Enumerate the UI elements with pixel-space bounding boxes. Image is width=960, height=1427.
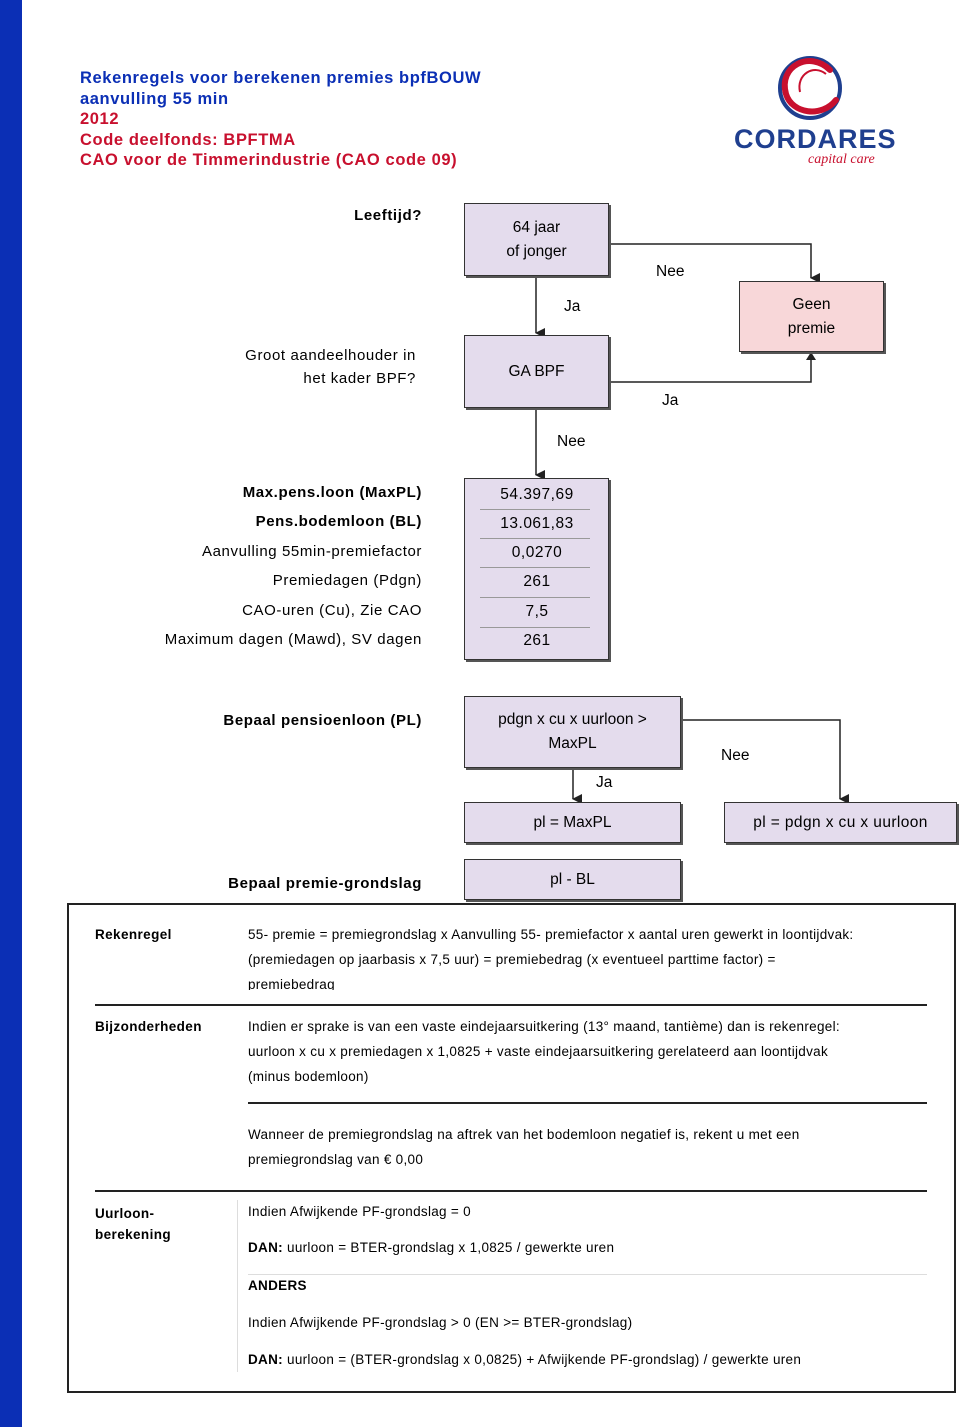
rekenregel-line: premiebedrag — [248, 977, 335, 990]
rules-divider — [95, 1190, 927, 1192]
param-value-maxpl: 54.397,69 — [500, 486, 574, 503]
uurloon-column-divider — [237, 1200, 238, 1372]
param-label-maxpl: Max.pens.loon (MaxPL) — [242, 484, 422, 501]
box-geen-premie: Geen premie — [739, 281, 884, 352]
param-label-bl: Pens.bodemloon (BL) — [255, 513, 422, 530]
rekenregel-line: 55- premie = premiegrondslag x Aanvullin… — [248, 927, 854, 942]
param-value-mawd: 261 — [523, 632, 551, 649]
document-header: Rekenregels voor berekenen premies bpfBO… — [80, 68, 481, 171]
bijzonderheden-line: (minus bodemloon) — [248, 1069, 369, 1084]
box-geen-line1: Geen — [792, 295, 831, 313]
document-year: 2012 — [80, 110, 120, 128]
box-pl-maxpl: pl = MaxPL — [464, 802, 681, 843]
param-label-pdgn: Premiedagen (Pdgn) — [272, 572, 422, 589]
question-groot-aandeelhouder: Groot aandeelhouder in het kader BPF? — [170, 344, 416, 390]
label-nee-ga: Nee — [557, 433, 586, 450]
uurloon-dan1-formula: uurloon = BTER-grondslag x 1,0825 / gewe… — [287, 1240, 615, 1255]
rules-divider — [95, 1004, 927, 1006]
box-pl-condition: pdgn x cu x uurloon > MaxPL — [464, 696, 681, 768]
bijzonderheden-label: Bijzonderheden — [95, 1019, 202, 1034]
box-geen-line2: premie — [787, 319, 836, 337]
param-value-bl: 13.061,83 — [500, 515, 574, 532]
uurloon-if2: Indien Afwijkende PF-grondslag > 0 (EN >… — [248, 1315, 633, 1330]
param-divider — [480, 627, 590, 628]
label-ja-ga: Ja — [662, 392, 679, 409]
uurloon-label: Uurloon- berekening — [95, 1203, 171, 1245]
bijzonderheden-line: uurloon x cu x premiedagen x 1,0825 + va… — [248, 1044, 829, 1059]
uurloon-dan2-key: DAN: — [248, 1352, 283, 1367]
label-bepaal-pensioenloon: Bepaal pensioenloon (PL) — [223, 712, 422, 729]
document-title: Rekenregels voor berekenen premies bpfBO… — [80, 69, 482, 87]
bijzonderheden-line: Indien er sprake is van een vaste eindej… — [248, 1019, 840, 1034]
box-age-64-or-younger: 64 jaar of jonger — [464, 203, 609, 276]
cordares-emblem-icon — [778, 56, 842, 120]
rules-table — [67, 903, 956, 1393]
param-divider — [480, 597, 590, 598]
cordares-logo: CORDARES capital care — [730, 52, 897, 170]
box-age-line2: of jonger — [506, 242, 567, 260]
uurloon-dan1: DAN: uurloon = BTER-grondslag x 1,0825 /… — [248, 1235, 614, 1260]
uurloon-dan2-formula: uurloon = (BTER-grondslag x 0,0825) + Af… — [287, 1352, 802, 1367]
question-ga-line1: Groot aandeelhouder in — [245, 347, 416, 364]
uurloon-anders: ANDERS — [248, 1278, 307, 1293]
label-nee-pl: Nee — [721, 747, 750, 764]
box-ga-bpf: GA BPF — [464, 335, 609, 408]
param-value-pdgn: 261 — [523, 573, 551, 590]
side-accent-bar — [0, 0, 22, 1427]
params-value-box — [464, 478, 609, 660]
param-value-cu: 7,5 — [525, 603, 549, 620]
label-ja-age: Ja — [564, 298, 581, 315]
box-age-line1: 64 jaar — [512, 218, 561, 236]
box-pl-pdgn-cu-uurloon: pl = pdgn x cu x uurloon — [724, 802, 957, 843]
rekenregel-text: 55- premie = premiegrondslag x Aanvullin… — [248, 922, 938, 990]
rekenregel-line: (premiedagen op jaarbasis x 7,5 uur) = p… — [248, 952, 776, 967]
uurloon-label-line2: berekening — [95, 1227, 172, 1242]
uurloon-label-line1: Uurloon- — [95, 1206, 155, 1221]
param-divider — [480, 538, 590, 539]
param-divider — [480, 509, 590, 510]
cao-name: CAO voor de Timmerindustrie (CAO code 09… — [80, 151, 458, 169]
rekenregel-label: Rekenregel — [95, 927, 172, 942]
param-label-factor: Aanvulling 55min-premiefactor — [202, 543, 422, 560]
param-label-cu: CAO-uren (Cu), Zie CAO — [242, 602, 422, 619]
uurloon-dan2: DAN: uurloon = (BTER-grondslag x 0,0825)… — [248, 1347, 801, 1372]
param-value-factor: 0,0270 — [511, 544, 563, 561]
document-subtitle: aanvulling 55 min — [80, 89, 229, 108]
fund-code: Code deelfonds: BPFTMA — [80, 130, 296, 149]
logo-tagline: capital care — [808, 152, 875, 167]
param-divider — [480, 567, 590, 568]
question-age: Leeftijd? — [354, 207, 422, 224]
label-nee-age: Nee — [656, 263, 685, 280]
bijzonderheden-line: Wanneer de premiegrondslag na aftrek van… — [248, 1127, 800, 1142]
bijzonderheden-text: Indien er sprake is van een vaste eindej… — [248, 1014, 938, 1084]
label-bepaal-premie-grondslag: Bepaal premie-grondslag — [228, 875, 422, 892]
box-pl-minus-bl: pl - BL — [464, 859, 681, 900]
param-label-mawd: Maximum dagen (Mawd), SV dagen — [164, 631, 422, 648]
uurloon-dan1-key: DAN: — [248, 1240, 283, 1255]
bijzonderheden-text-2: Wanneer de premiegrondslag na aftrek van… — [248, 1122, 938, 1172]
label-ja-pl: Ja — [596, 774, 613, 791]
bijzonderheden-line: premiegrondslag van € 0,00 — [248, 1152, 424, 1167]
flow-connectors — [535, 243, 849, 804]
uurloon-divider — [248, 1274, 927, 1275]
box-pl-cond-line2: MaxPL — [548, 735, 597, 752]
rules-divider — [248, 1102, 927, 1104]
question-ga-line2: het kader BPF? — [303, 370, 416, 387]
box-pl-cond-line1: pdgn x cu x uurloon > — [498, 711, 647, 728]
logo-wordmark: CORDARES — [734, 124, 897, 154]
uurloon-if1: Indien Afwijkende PF-grondslag = 0 — [248, 1204, 471, 1219]
